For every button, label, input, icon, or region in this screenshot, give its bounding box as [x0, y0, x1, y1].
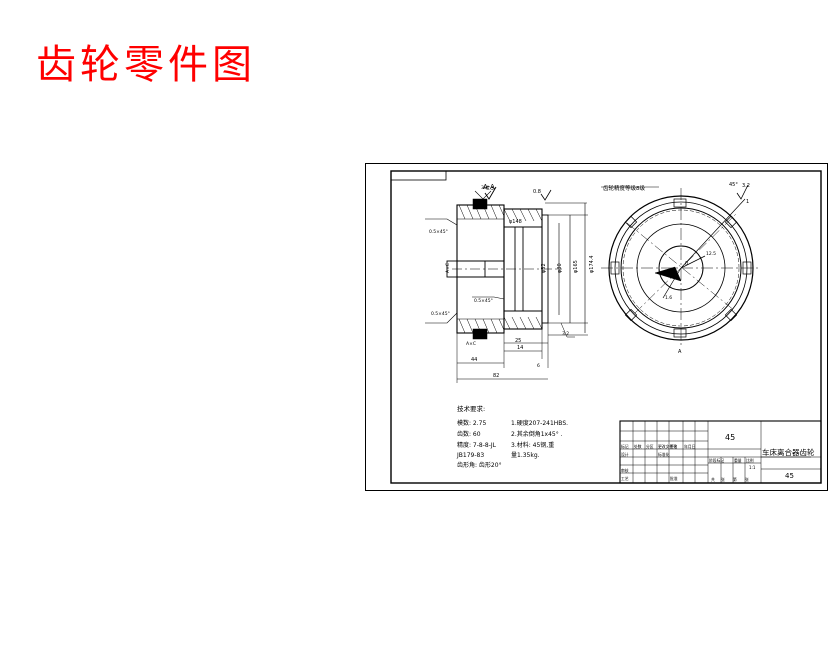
svg-text:A×C: A×C: [466, 341, 476, 347]
svg-text:1.硬度207-241HBS.: 1.硬度207-241HBS.: [511, 419, 568, 427]
svg-text:张: 张: [745, 477, 749, 482]
svg-text:审核: 审核: [621, 468, 629, 473]
section-label: A-A: [483, 183, 495, 191]
svg-text:1:1: 1:1: [749, 465, 756, 470]
svg-text:25: 25: [515, 338, 521, 344]
page-title: 齿轮零件图: [36, 42, 256, 88]
svg-text:φ148: φ148: [509, 219, 522, 225]
svg-text:阶段标记: 阶段标记: [709, 458, 724, 463]
tech-heading: 技术要求:: [457, 404, 485, 413]
gear-drawing: A-A 6.3 0.8 A×C φ32 φ80 φ165: [365, 163, 828, 491]
svg-text:批准: 批准: [670, 476, 678, 481]
svg-text:44: 44: [471, 357, 477, 363]
front-callout: 齿轮精度等级8级: [603, 184, 645, 192]
code-box: [390, 170, 447, 181]
svg-text:3.材料: 45钢,重: 3.材料: 45钢,重: [511, 441, 554, 449]
svg-text:张: 张: [721, 477, 725, 482]
material-label: 45: [725, 433, 735, 442]
svg-text:精度: 7-8-8-JL: 精度: 7-8-8-JL: [457, 441, 497, 449]
svg-text:1: 1: [746, 199, 749, 205]
title-block: 标记 处数 分区 更改文件号 签名 年月日 设计 标准化 审核 工艺 批准 阶段…: [619, 420, 822, 484]
svg-text:模数: 2.75: 模数: 2.75: [457, 419, 486, 427]
svg-text:φ80: φ80: [557, 263, 563, 273]
tech-notes: 技术要求: 模数: 2.75 齿数: 60 精度: 7-8-8-JL JB179…: [456, 404, 568, 469]
outer-border: [365, 163, 828, 491]
svg-text:JB179-83: JB179-83: [456, 452, 484, 459]
svg-text:标准化: 标准化: [658, 452, 670, 457]
svg-text:更改文件号: 更改文件号: [658, 444, 677, 449]
svg-text:14: 14: [517, 345, 523, 351]
roughness-symbol: [484, 186, 497, 200]
svg-text:2.其余倒角1x45° .: 2.其余倒角1x45° .: [511, 430, 563, 438]
svg-text:比例: 比例: [746, 458, 754, 463]
svg-text:量1.35kg.: 量1.35kg.: [511, 452, 540, 459]
svg-text:6.3: 6.3: [486, 186, 494, 192]
section-view: A-A 6.3 0.8 A×C φ32 φ80 φ165: [425, 183, 595, 383]
svg-text:年月日: 年月日: [684, 444, 696, 449]
svg-text:30°: 30°: [481, 185, 489, 191]
svg-text:82: 82: [493, 373, 499, 379]
svg-text:0: 0: [685, 261, 688, 267]
svg-text:0.5×45°: 0.5×45°: [431, 311, 450, 317]
svg-text:标记: 标记: [621, 444, 629, 449]
svg-text:45°: 45°: [729, 182, 738, 188]
svg-text:重量: 重量: [734, 458, 742, 463]
svg-text:处数: 处数: [634, 444, 642, 449]
part-name: 车床离合器齿轮: [762, 447, 815, 457]
inner-border: [390, 170, 822, 484]
part-code: 45: [785, 472, 794, 480]
svg-text:φ174.4: φ174.4: [589, 255, 595, 273]
svg-text:签名: 签名: [670, 444, 678, 449]
front-view: 齿轮精度等级8级 45° 3.2 1 0 A 1.6 12.: [601, 182, 761, 355]
svg-text:共: 共: [711, 477, 715, 482]
svg-text:工艺: 工艺: [621, 476, 629, 481]
svg-text:A×C: A×C: [445, 263, 451, 273]
svg-text:12.5: 12.5: [706, 251, 716, 257]
svg-text:1.6: 1.6: [665, 295, 672, 301]
svg-text:6: 6: [537, 363, 540, 369]
svg-text:齿形角: 齿形20°: 齿形角: 齿形20°: [457, 461, 502, 469]
svg-text:0.8: 0.8: [533, 189, 541, 195]
svg-text:φ32: φ32: [541, 263, 547, 273]
svg-text:第: 第: [733, 477, 737, 482]
svg-text:3.2: 3.2: [742, 183, 750, 189]
svg-text:0.5×45°: 0.5×45°: [429, 229, 448, 235]
svg-text:齿数: 60: 齿数: 60: [457, 430, 481, 438]
svg-text:3.2: 3.2: [562, 331, 569, 337]
svg-text:0.5×45°: 0.5×45°: [474, 298, 493, 304]
svg-text:A: A: [678, 349, 682, 355]
svg-text:分区: 分区: [646, 444, 654, 449]
svg-text:设计: 设计: [621, 452, 629, 457]
svg-text:φ165: φ165: [573, 260, 579, 273]
